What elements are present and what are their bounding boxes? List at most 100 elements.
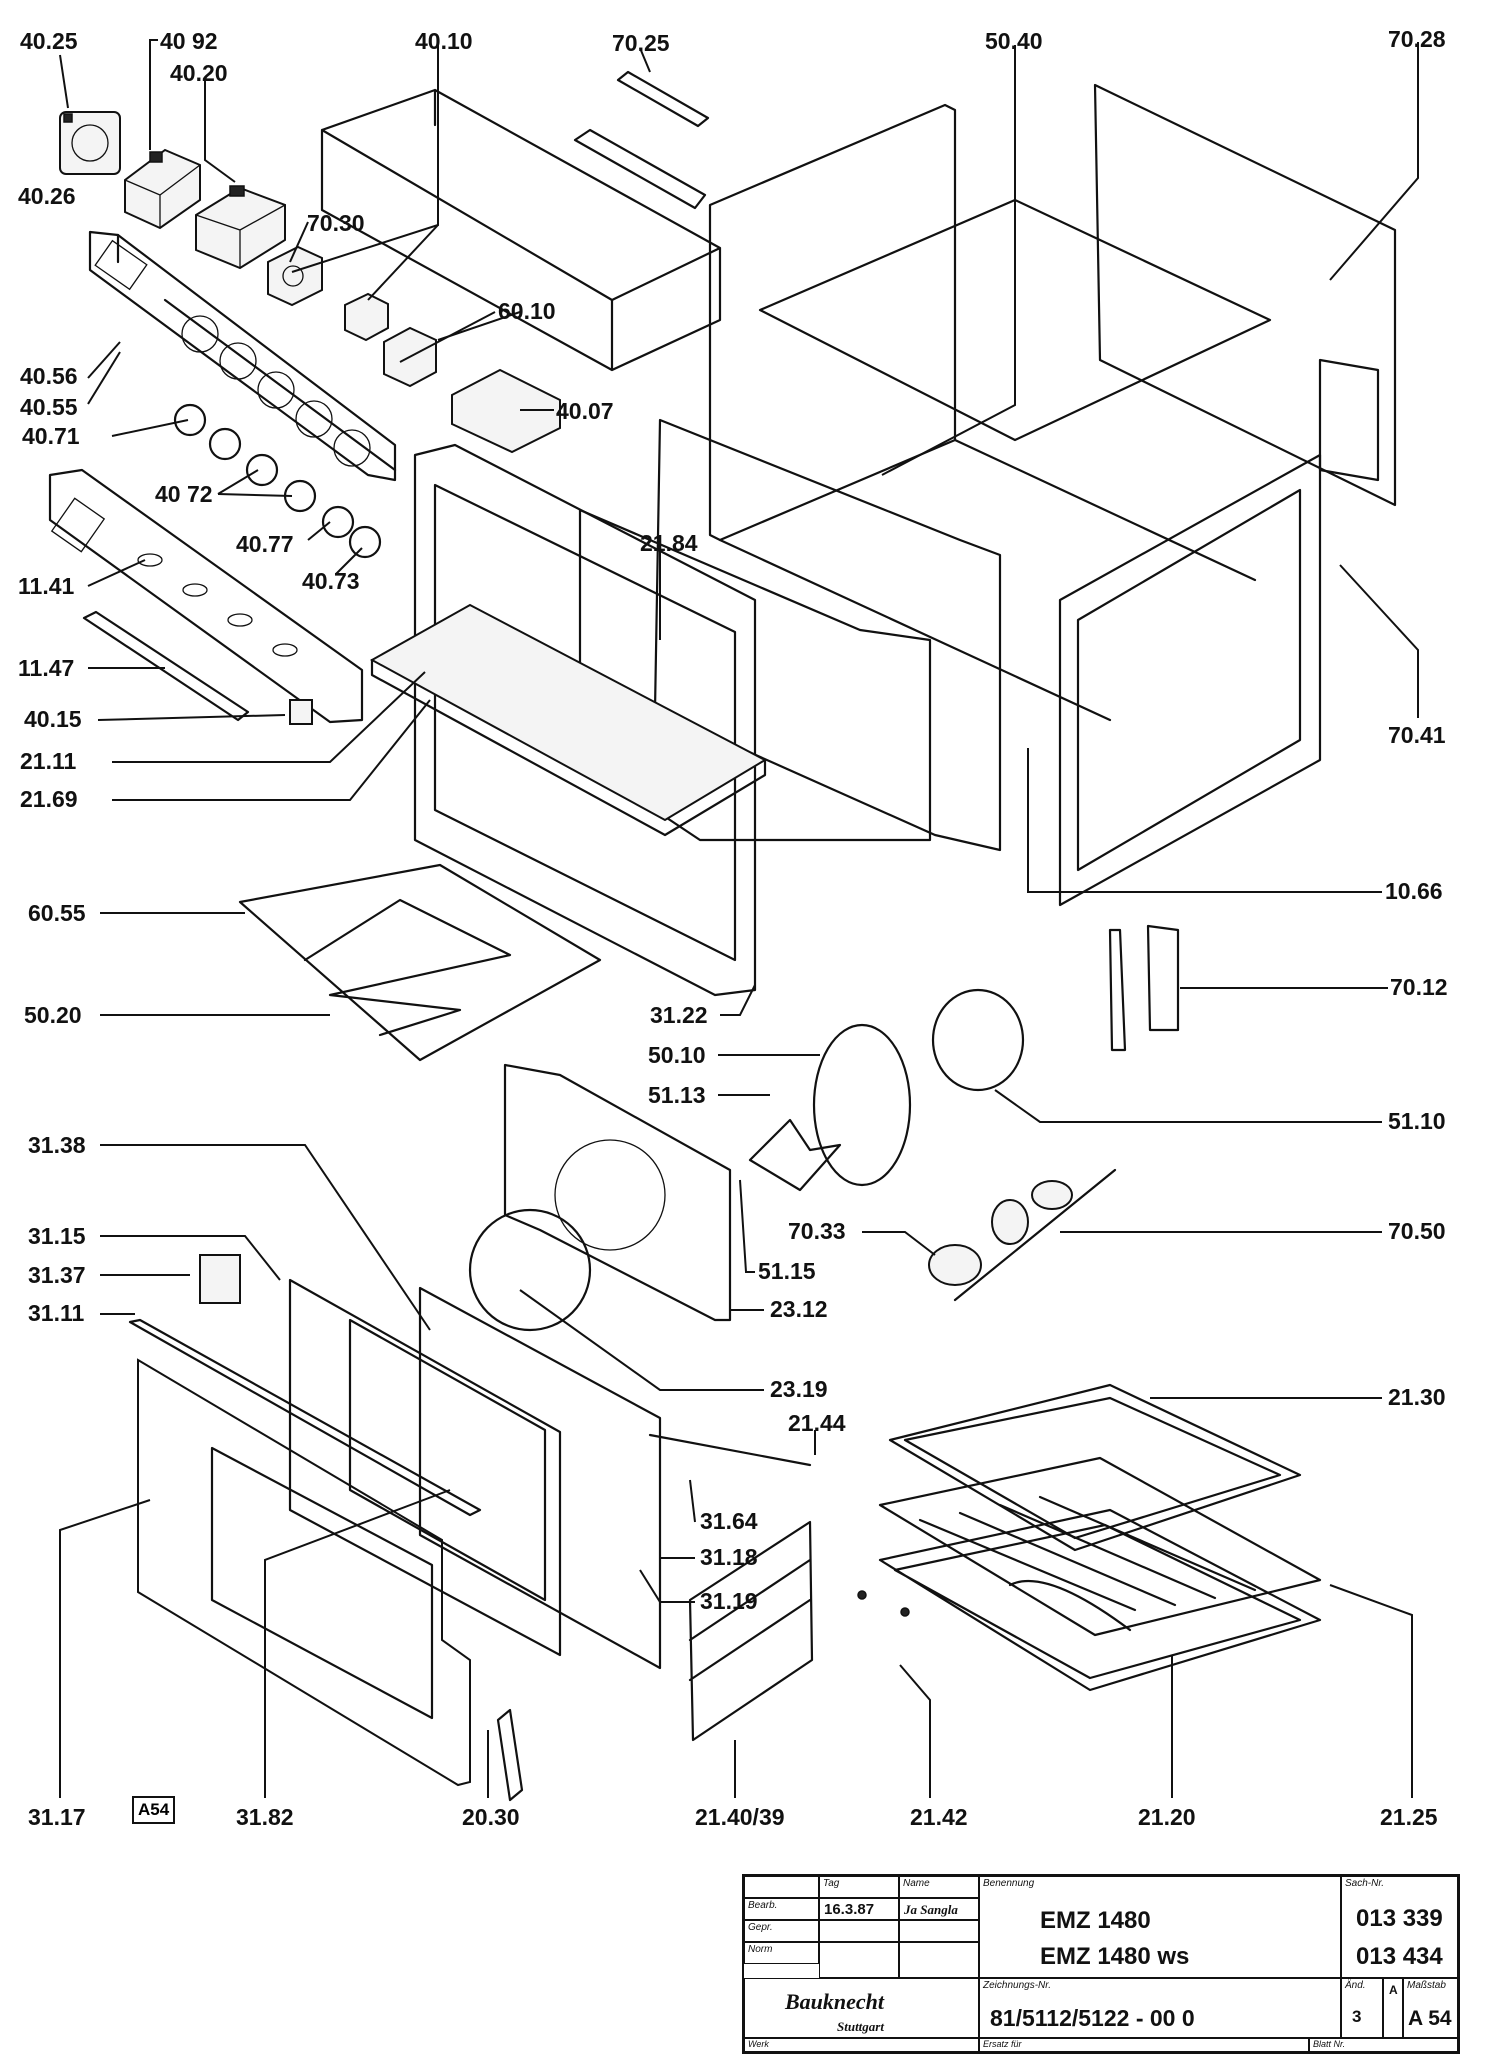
tb-bearb-date-value: 16.3.87 (824, 1901, 875, 1918)
switch-40-92 (124, 148, 201, 230)
tb-bearb-name: Ja Sangla (899, 1898, 979, 1920)
tb-scale-label: Maßstab (1407, 1980, 1446, 1991)
baking-tray-21-30 (888, 1383, 1302, 1552)
tb-col-tag: Tag (819, 1876, 899, 1898)
part-label-31-17: 31.17 (28, 1804, 86, 1830)
part-label-50-20: 50.20 (24, 1002, 82, 1028)
part-label-40-73: 40.73 (302, 568, 360, 594)
button-40-15 (289, 699, 313, 725)
tb-row-norm: Norm (744, 1942, 819, 1964)
shelf-guide-21-40 (688, 1520, 814, 1742)
part-label-70-50: 70.50 (1388, 1218, 1446, 1244)
tb-change-value: 3 (1352, 2007, 1362, 2026)
part-label-31-37: 31.37 (28, 1262, 86, 1288)
part-label-70-30: 70.30 (307, 210, 365, 236)
part-label-40-25: 40.25 (20, 28, 78, 54)
part-label-51-15: 51.15 (758, 1258, 816, 1284)
company-logo: Bauknecht (785, 1989, 885, 2014)
tb-gepr-name (899, 1920, 979, 1942)
tb-scale: Maßstab A 54 (1403, 1978, 1458, 2038)
part-label-40-56: 40.56 (20, 363, 78, 389)
tb-ersatz-label: Ersatz für (983, 2039, 1022, 2049)
rear-housing (708, 83, 1397, 722)
part-label-31-11: 31.11 (28, 1300, 85, 1326)
lamp-assembly-70-50 (928, 1168, 1117, 1302)
part-label-20-30: 20.30 (462, 1804, 520, 1830)
door-assembly (128, 1254, 812, 1787)
part-label-31-19: 31.19 (700, 1588, 758, 1614)
fan-guard-disc (468, 1208, 592, 1332)
part-label-21-11: 21.11 (20, 748, 77, 774)
part-label-10-66: 10.66 (1385, 878, 1443, 904)
part-label-21-42: 21.42 (910, 1804, 968, 1830)
part-label-40-55: 40.55 (20, 394, 78, 420)
part-label-60-55: 60.55 (28, 900, 86, 926)
part-label-11-47: 11.47 (18, 655, 75, 681)
part-label-51-10: 51.10 (1388, 1108, 1446, 1134)
fan-motor-51-10 (931, 988, 1025, 1092)
part-label-40-92: 40 92 (160, 28, 218, 54)
tb-gepr-date (819, 1920, 899, 1942)
trim-strip-11-47 (82, 610, 250, 722)
title-block: Tag Name Benennung EMZ 1480 EMZ 1480 ws … (742, 1874, 1460, 2054)
front-frame (413, 443, 757, 997)
tb-werk: Werk (744, 2038, 979, 2052)
wire-shelf-21-25 (878, 1456, 1322, 1637)
tb-item-no-label: Sach-Nr. (1345, 1878, 1385, 1889)
part-label-40-72: 40 72 (155, 481, 213, 507)
heating-element (238, 863, 602, 1062)
part-label-31-15: 31.15 (28, 1223, 86, 1249)
tb-item-2: 013 434 (1356, 1943, 1443, 1970)
part-label-40-20: 40.20 (170, 60, 228, 86)
tb-col-name: Name (899, 1876, 979, 1898)
tb-drawing-no-value: 81/5112/5122 - 00 0 (990, 2005, 1195, 2031)
control-panel (88, 230, 397, 482)
switch-40-25 (59, 111, 121, 175)
tb-designation: Benennung EMZ 1480 EMZ 1480 ws (979, 1876, 1341, 1978)
tb-sheet-label: Blatt Nr. (1313, 2039, 1346, 2049)
control-knobs (173, 403, 382, 559)
part-label-70-12: 70.12 (1390, 974, 1448, 1000)
tb-item-1: 013 339 (1356, 1905, 1443, 1932)
tb-company: Bauknecht Stuttgart (744, 1978, 979, 2038)
part-label-50-40: 50.40 (985, 28, 1043, 54)
tb-drawing-no-label: Zeichnungs-Nr. (983, 1980, 1051, 1991)
tb-row-norm-label: Norm (748, 1944, 773, 1955)
company-city: Stuttgart (837, 2019, 884, 2034)
top-cover (320, 88, 722, 372)
drip-tray-21-20 (878, 1508, 1322, 1692)
tb-bearb-name-value: Ja Sangla (904, 1902, 958, 1917)
part-label-21-20: 21.20 (1138, 1804, 1196, 1830)
tb-designation-label: Benennung (983, 1878, 1035, 1889)
thermostat-40-20 (195, 185, 286, 270)
part-label-31-82: 31.82 (236, 1804, 294, 1830)
part-label-23-12: 23.12 (770, 1296, 828, 1322)
part-label-31-18: 31.18 (700, 1544, 758, 1570)
part-label-60-10: 60.10 (498, 298, 556, 324)
part-label-21-44: 21.44 (788, 1410, 846, 1436)
tb-scale-value: A 54 (1408, 2007, 1452, 2030)
sheet-stamp: A54 (132, 1796, 176, 1824)
switch-small-40-10 (344, 292, 389, 342)
tb-row-bearb-label: Bearb. (748, 1900, 778, 1911)
tb-model-1: EMZ 1480 (1040, 1907, 1151, 1934)
part-label-40-15: 40.15 (24, 706, 82, 732)
fan-blade-51-13 (748, 1118, 842, 1192)
fan-cover-23-12 (503, 1063, 732, 1322)
bracket-70-25 (573, 128, 707, 210)
tb-werk-label: Werk (748, 2039, 769, 2049)
selector-70-30 (267, 245, 323, 307)
fascia-panel (48, 468, 364, 724)
tb-drawing-no: Zeichnungs-Nr. 81/5112/5122 - 00 0 (979, 1978, 1341, 2038)
tb-model-2: EMZ 1480 ws (1040, 1943, 1190, 1970)
part-label-31-64: 31.64 (700, 1508, 758, 1534)
part-label-70-33: 70.33 (788, 1218, 846, 1244)
tb-row-gepr-label: Gepr. (748, 1922, 773, 1933)
part-label-23-19: 23.19 (770, 1376, 828, 1402)
tb-ersatz: Ersatz für (979, 2038, 1309, 2052)
tb-row-bearb: Bearb. (744, 1898, 819, 1920)
tb-sheet: Blatt Nr. (1309, 2038, 1458, 2052)
part-label-40-26: 40.26 (18, 183, 76, 209)
